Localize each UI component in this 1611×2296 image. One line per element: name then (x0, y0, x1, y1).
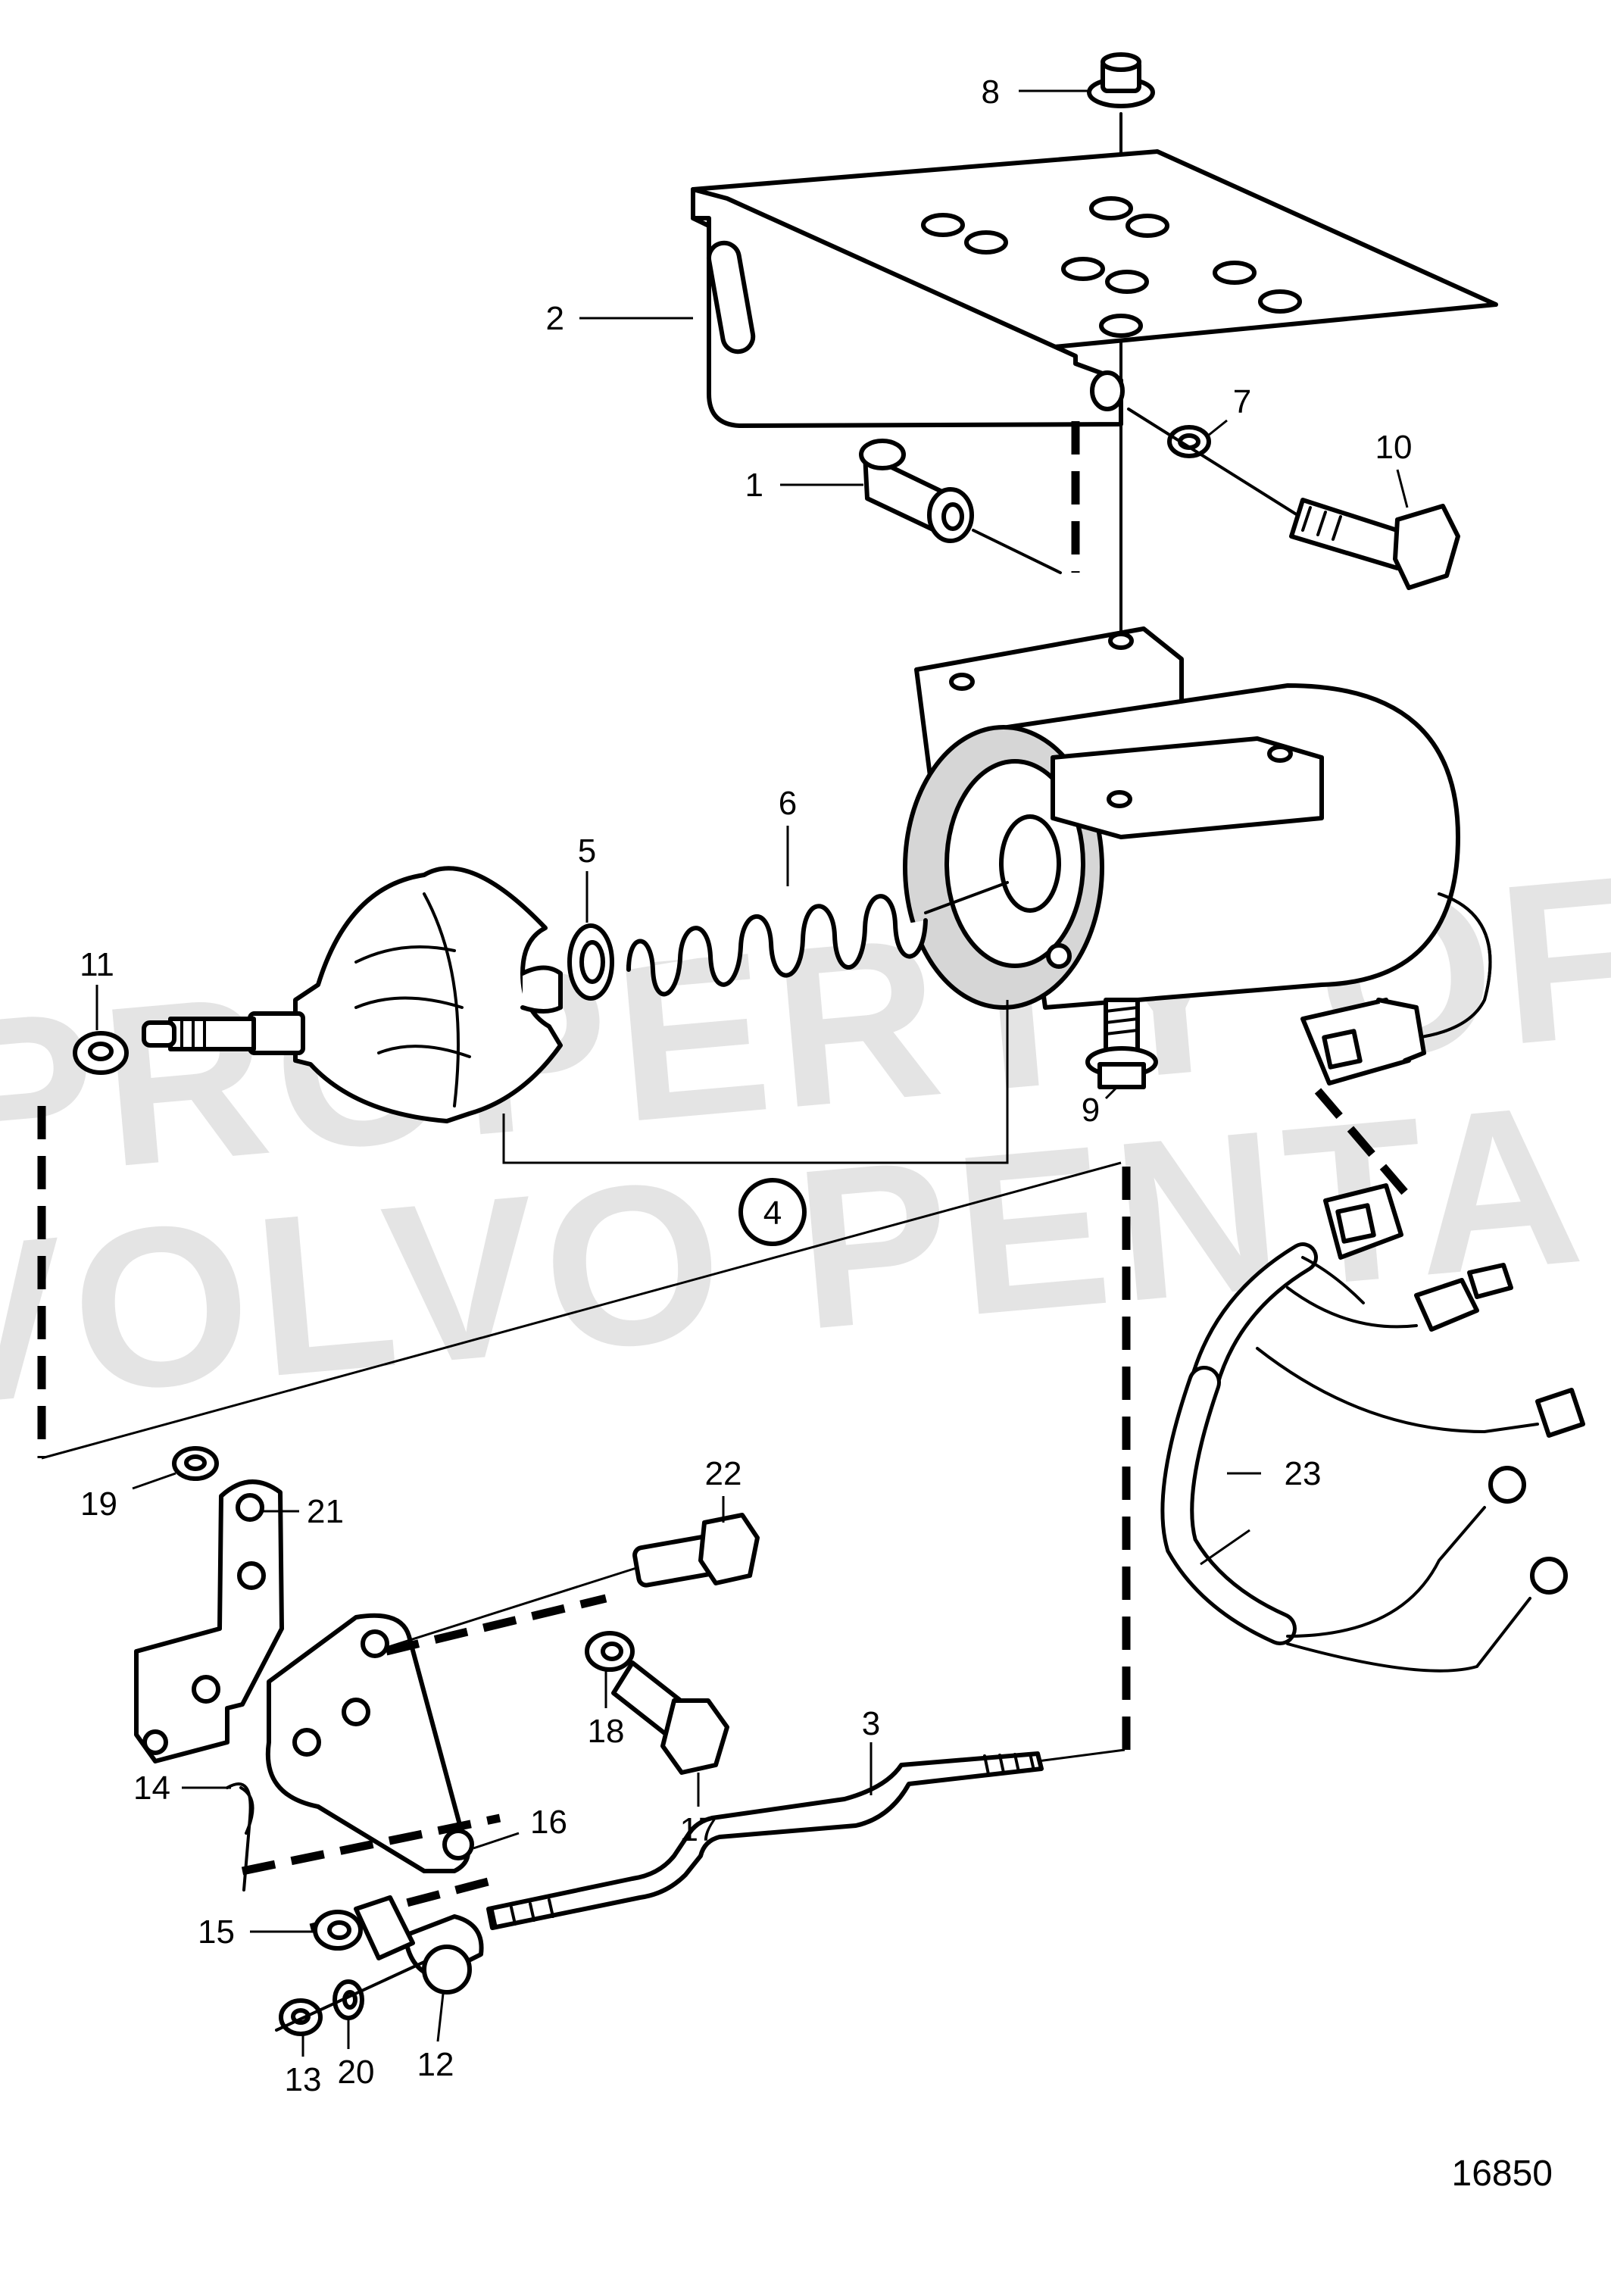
drawing-reference-number: 16850 (1452, 2154, 1553, 2194)
part-12-ball-joint (354, 1895, 484, 1995)
callout-23: 23 (1285, 1455, 1322, 1492)
part-16-lever-plate (265, 1613, 474, 1873)
callout-4: 4 (763, 1195, 782, 1232)
callout-4-circle (738, 1178, 807, 1246)
part-4-diaphragm-housing (142, 866, 563, 1123)
callout-9: 9 (1082, 1092, 1100, 1129)
part-21-lever-bracket (134, 1479, 284, 1763)
part-10-hex-bolt (1289, 498, 1460, 590)
callout-11: 11 (80, 946, 114, 983)
part-13-nut (279, 1998, 323, 2036)
callout-12: 12 (417, 2046, 454, 2083)
axis-7-10 (1127, 408, 1323, 532)
connector-mating-line (1314, 1088, 1413, 1200)
callout-17: 17 (680, 1811, 717, 1848)
motor-cable-connector (1300, 998, 1426, 1086)
callout-1: 1 (745, 467, 763, 504)
callout-18: 18 (588, 1713, 625, 1750)
callout-15: 15 (198, 1913, 235, 1951)
part-23-wiring-harness (1160, 1183, 1585, 1673)
part-20-washer (333, 1979, 364, 2020)
callout-labels: 1 2 3 4 5 6 7 8 9 10 11 12 13 14 15 16 1… (80, 73, 1412, 2098)
callout-3: 3 (862, 1705, 880, 1742)
link-line-11-19 (41, 1161, 1122, 1460)
part-4-actuator-motor (903, 626, 1492, 1039)
callout-13: 13 (285, 2061, 322, 2098)
part-5-washer (567, 923, 614, 1001)
callout-14: 14 (133, 1770, 170, 1807)
callout-22: 22 (705, 1455, 742, 1492)
part-18-washer (585, 1631, 635, 1672)
leader-4 (502, 1000, 1009, 1164)
callout-8: 8 (982, 73, 1000, 111)
part-14-cotter-pin (226, 1782, 254, 1891)
axis-12-13 (275, 1960, 426, 2032)
callout-19: 19 (80, 1485, 117, 1523)
axis-1 (972, 529, 1062, 574)
part-1-spacer-sleeve (859, 439, 974, 543)
callout-5: 5 (578, 832, 596, 870)
part-9-flange-bolt (1085, 998, 1158, 1089)
callout-6: 6 (779, 785, 797, 822)
callout-10: 10 (1375, 429, 1413, 466)
part-22-bolt (632, 1513, 760, 1588)
assembly-dash-14-16 (241, 1813, 501, 1876)
part-8-flange-nut (1087, 52, 1155, 108)
assembly-dash-16-18 (385, 1594, 607, 1656)
part-2-mounting-bracket (691, 149, 1498, 428)
axis-22-lever (386, 1567, 637, 1649)
callout-leaders (95, 89, 1409, 2057)
callout-2: 2 (546, 300, 564, 337)
callout-7: 7 (1233, 383, 1251, 420)
part-11-nut (73, 1031, 129, 1075)
callout-16: 16 (530, 1804, 567, 1841)
callout-21: 21 (307, 1493, 344, 1530)
part-17-bolt (611, 1660, 729, 1775)
callout-20: 20 (338, 2054, 375, 2091)
part-7-washer (1167, 425, 1211, 458)
part-6-spring (626, 881, 1009, 997)
part-3-link-rod (486, 1748, 1126, 1930)
part-15-washer (313, 1910, 363, 1951)
part-19-nut (172, 1446, 219, 1481)
